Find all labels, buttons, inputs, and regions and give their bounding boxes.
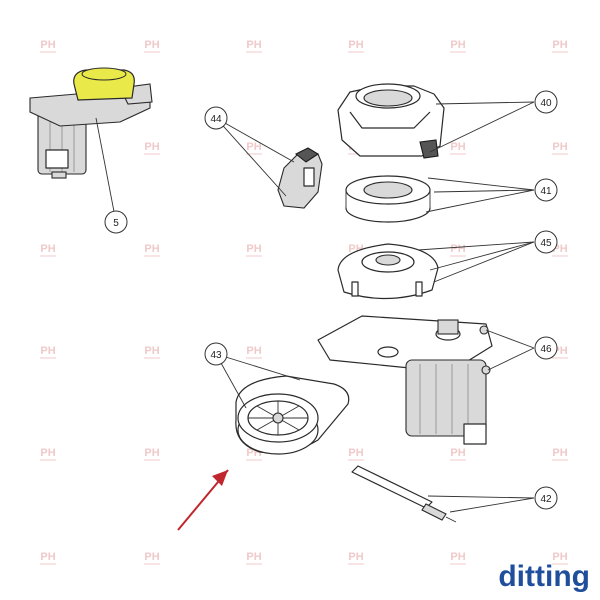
watermark-mark: PH [246,243,261,255]
svg-text:45: 45 [540,238,552,249]
watermark-mark: PH [450,447,465,459]
callout-45: 45 [534,230,558,254]
watermark-mark: PH [40,243,55,255]
callout-5: 5 [104,210,128,234]
callout-leaders [95,101,535,513]
watermark-mark: PH [450,551,465,563]
svg-text:46: 46 [540,344,552,355]
watermark-mark: PH [348,39,363,51]
callout-46: 46 [534,336,558,360]
watermark-mark: PH [552,447,567,459]
svg-text:41: 41 [540,186,552,197]
watermark-mark: PH [144,39,159,51]
watermark-mark: PH [40,39,55,51]
watermark-mark: PH [348,551,363,563]
part-bracket[interactable] [277,147,323,209]
callout-40: 40 [534,90,558,114]
watermark-mark: PH [450,141,465,153]
watermark-mark: PH [144,141,159,153]
highlight-arrow [177,469,229,531]
svg-text:43: 43 [210,350,222,361]
watermark-mark: PH [246,551,261,563]
svg-text:40: 40 [540,98,552,109]
watermark-mark: PH [144,243,159,255]
svg-text:5: 5 [113,218,119,229]
watermark-mark: PH [144,345,159,357]
part-ring-gear[interactable] [345,175,431,223]
motor-label-plate [45,149,69,169]
watermark-mark: PH [144,447,159,459]
part-pulley-belt[interactable] [235,375,350,455]
callout-41: 41 [534,178,558,202]
callout-42: 42 [534,486,558,510]
watermark-mark: PH [246,141,261,153]
ditting-logo: ditting [498,560,590,593]
watermark-mark: PH [348,447,363,459]
callout-43: 43 [204,342,228,366]
callout-44: 44 [204,106,228,130]
callout-circles: 40 41 45 44 5 43 46 42 [104,90,558,510]
watermark-mark: PH [40,447,55,459]
watermark-mark: PH [246,345,261,357]
watermark-mark: PH [40,551,55,563]
svg-text:44: 44 [210,114,222,125]
svg-text:42: 42 [540,494,552,505]
part-top-housing[interactable] [337,83,445,159]
part-drive-block[interactable] [317,315,493,445]
watermark-mark: PH [144,551,159,563]
part-rod[interactable] [351,465,457,523]
watermark-mark: PH [552,551,567,563]
watermark-mark: PH [246,39,261,51]
part-motor-assembly[interactable] [29,67,153,179]
watermark-mark: PH [552,39,567,51]
watermark-mark: PH [450,243,465,255]
watermark-mark: PH [40,345,55,357]
part-screws[interactable] [479,325,491,375]
watermark-mark: PH [552,141,567,153]
part-base-plate[interactable] [337,243,439,300]
watermark-mark: PH [450,39,465,51]
